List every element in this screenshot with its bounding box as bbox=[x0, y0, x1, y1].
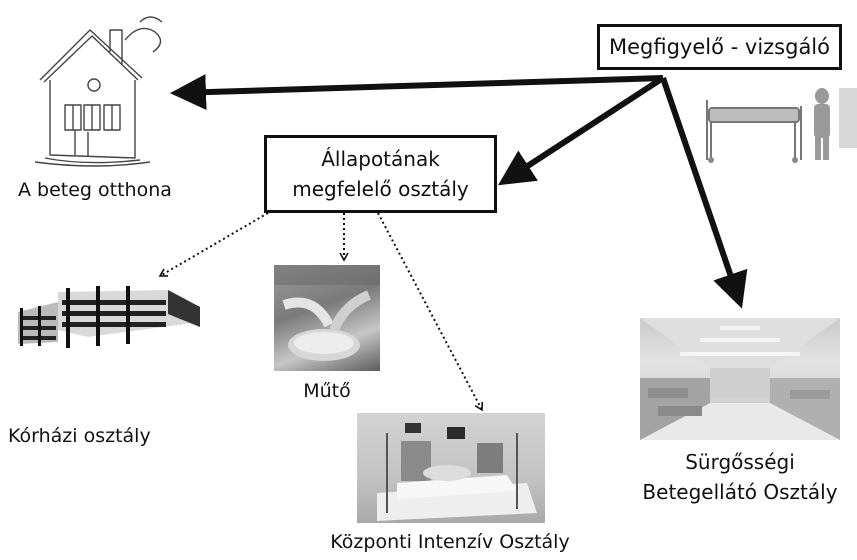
surgery-photo bbox=[274, 265, 380, 371]
arrow-to-icu bbox=[377, 212, 484, 412]
hospital-ward-label: Kórházi osztály bbox=[8, 425, 151, 447]
observer-box: Megfigyelő - vizsgáló bbox=[597, 24, 842, 70]
arrow-to-middle-box bbox=[497, 75, 665, 186]
appropriate-ward-line2: megfelelő osztály bbox=[292, 177, 469, 201]
emergency-ward-photo bbox=[640, 318, 840, 440]
emergency-label-line1: Sürgősségi bbox=[685, 450, 795, 474]
emergency-label-line2: Betegellátó Osztály bbox=[642, 480, 838, 504]
observer-box-label: Megfigyelő - vizsgáló bbox=[609, 35, 830, 59]
arrow-to-emergency bbox=[660, 77, 748, 309]
arrow-to-home bbox=[170, 74, 664, 111]
hospital-building-icon bbox=[18, 286, 200, 348]
home-label: A beteg otthona bbox=[18, 179, 172, 201]
appropriate-ward-line1: Állapotának bbox=[321, 147, 440, 171]
arrow-to-hospital-ward bbox=[158, 212, 269, 277]
icu-photo bbox=[357, 413, 545, 523]
house-sketch-icon bbox=[34, 16, 163, 167]
icu-label: Központi Intenzív Osztály bbox=[330, 531, 570, 553]
operating-room-label: Műtő bbox=[303, 380, 351, 402]
appropriate-ward-box: Állapotának megfelelő osztály bbox=[264, 135, 497, 213]
hospital-bed-icon bbox=[697, 78, 857, 168]
